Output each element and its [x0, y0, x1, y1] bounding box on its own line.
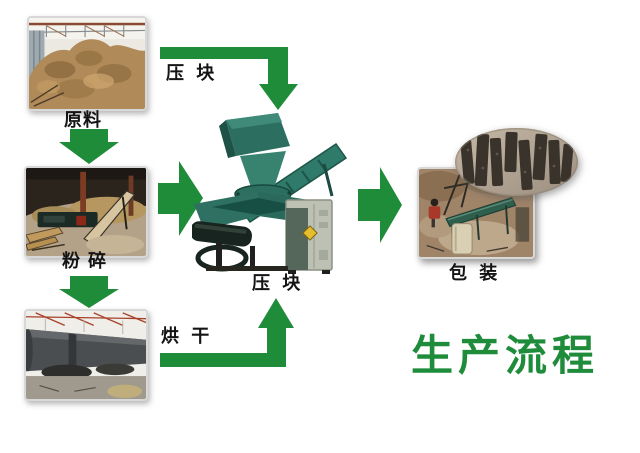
drying-label: 烘 干	[161, 326, 213, 347]
raw-material-photo	[27, 16, 147, 111]
crushing-label: 粉碎	[62, 251, 114, 272]
packing-label: 包 装	[449, 263, 501, 284]
crushing-photo	[24, 166, 148, 258]
raw-material-label: 原料	[64, 110, 102, 131]
drying-photo	[24, 309, 148, 401]
arrow-raw-to-crushing	[59, 129, 119, 164]
briquetting-machine-photo	[192, 112, 352, 274]
arrow-crushing-to-drying	[59, 276, 119, 308]
briquetting-bottom-label: 压 块	[252, 273, 304, 294]
arrow-machine-to-packing	[358, 167, 402, 243]
page-title: 生产流程	[411, 331, 600, 380]
briquetting-top-label: 压 块	[166, 63, 218, 84]
briquettes-oval-photo	[455, 128, 578, 196]
